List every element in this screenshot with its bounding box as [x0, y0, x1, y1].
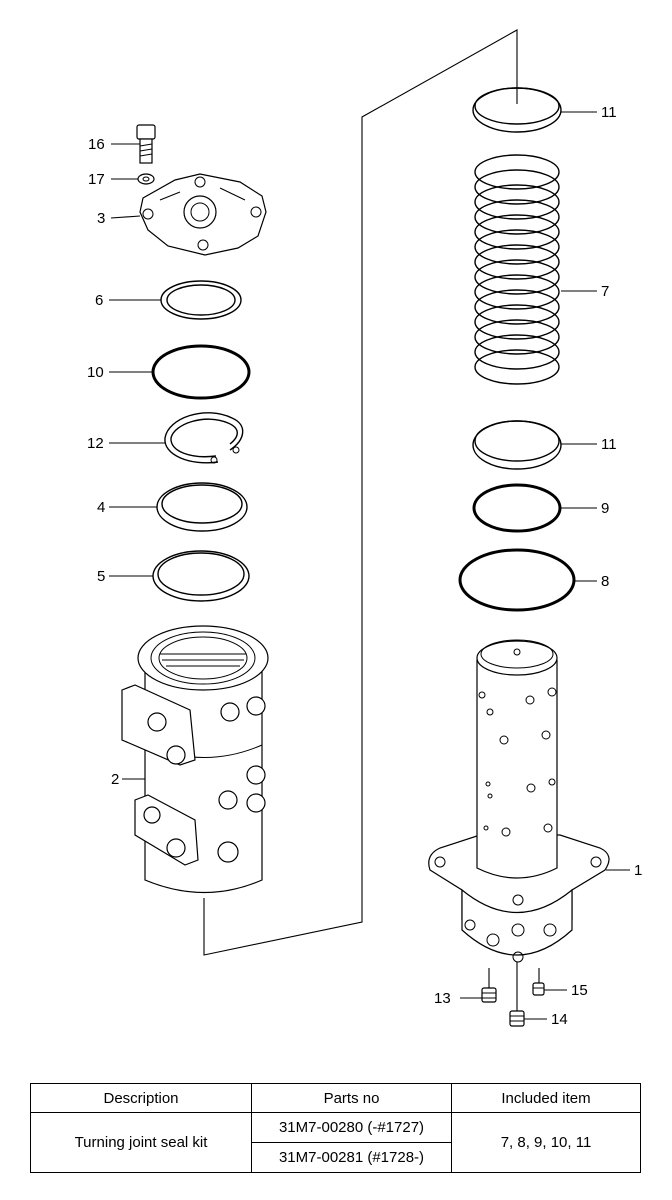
callout-11-lower: 11 [601, 436, 617, 453]
plug-part [509, 1010, 525, 1027]
table-row: Turning joint seal kit 31M7-00280 (-#172… [30, 1112, 641, 1173]
callout-6: 6 [95, 292, 103, 309]
ring-part [152, 550, 250, 602]
washer-part [137, 173, 155, 185]
spring-coil [474, 214, 560, 250]
cell-description: Turning joint seal kit [30, 1112, 252, 1173]
o-ring-part [151, 344, 251, 400]
ring-part [472, 87, 562, 133]
callout-7: 7 [601, 283, 609, 300]
callout-4: 4 [97, 499, 105, 516]
cell-parts-no: 31M7-00281 (#1728-) [251, 1142, 452, 1173]
o-ring-part [472, 483, 562, 533]
callout-10: 10 [87, 364, 104, 381]
spring-coil [474, 319, 560, 355]
spring-coil [474, 304, 560, 340]
spring-coil [474, 274, 560, 310]
callout-5: 5 [97, 568, 105, 585]
callout-16: 16 [88, 136, 105, 153]
callout-17: 17 [88, 171, 105, 188]
cover-part [139, 173, 267, 256]
callout-14: 14 [551, 1011, 568, 1028]
header-included-item: Included item [451, 1083, 641, 1113]
callout-8: 8 [601, 573, 609, 590]
spring-coil [474, 244, 560, 280]
ring-part [472, 420, 562, 470]
assembly-connector-line [203, 29, 518, 956]
hub-body-part [121, 625, 269, 894]
callout-leader-lines [109, 111, 630, 1020]
ring-part [160, 280, 242, 320]
cell-parts-no: 31M7-00280 (-#1727) [251, 1112, 452, 1143]
table-header-row: Description Parts no Included item [30, 1083, 641, 1113]
spring-coil [474, 289, 560, 325]
spring-coil [474, 229, 560, 265]
callout-3: 3 [97, 210, 105, 227]
plug-part [532, 982, 545, 996]
spring-part [474, 154, 560, 385]
header-parts-no: Parts no [251, 1083, 452, 1113]
header-description: Description [30, 1083, 252, 1113]
callout-2: 2 [111, 771, 119, 788]
cell-included-item: 7, 8, 9, 10, 11 [451, 1112, 641, 1173]
exploded-parts-diagram: 16 17 3 6 10 12 4 5 2 11 7 11 9 8 1 13 1… [87, 29, 642, 1028]
callout-15: 15 [571, 982, 588, 999]
seal-kit-table: Description Parts no Included item Turni… [30, 1083, 641, 1173]
callout-12: 12 [87, 435, 104, 452]
spring-coil [474, 154, 560, 190]
callout-11-top: 11 [601, 104, 617, 121]
bolt-part [136, 124, 156, 164]
shaft-part [428, 639, 610, 963]
callout-1: 1 [634, 862, 642, 879]
callout-9: 9 [601, 500, 609, 517]
spring-coil [474, 184, 560, 220]
ring-part [156, 482, 248, 532]
plug-part [481, 987, 497, 1003]
callout-13: 13 [434, 990, 451, 1007]
spring-coil [474, 349, 560, 385]
table-row: 31M7-00281 (#1728-) [31, 1142, 641, 1173]
snap-ring-part [164, 412, 244, 464]
spring-coil [474, 259, 560, 295]
spring-coil [474, 199, 560, 235]
spring-coil [474, 334, 560, 370]
o-ring-part [458, 548, 576, 612]
spring-coil [474, 169, 560, 205]
